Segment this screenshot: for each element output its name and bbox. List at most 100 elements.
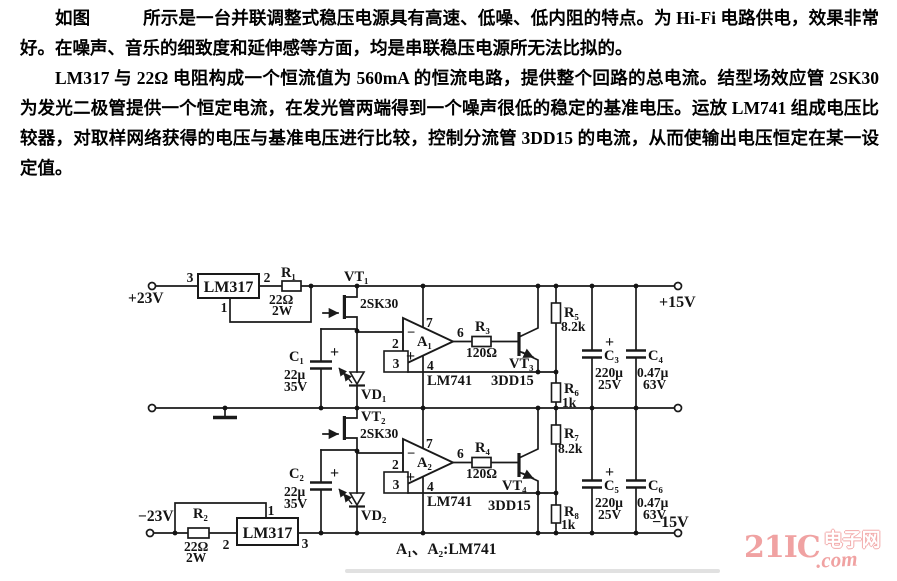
resistor-r1 <box>281 280 302 292</box>
label-r6: R₆ <box>564 381 579 397</box>
watermark-right: 电子网 .com <box>815 530 881 573</box>
label-r1-value: 22Ω <box>269 292 294 307</box>
description-paragraph: LM317 与 22Ω 电阻构成一个恒流值为 560mA 的恒流电路，提供整个回… <box>20 68 879 178</box>
label-c1-voltage: 35V <box>284 379 308 394</box>
label-a2: A₂ <box>417 455 432 471</box>
labels: +23V +15V −23V −15V 3 2 1 R₁ 22Ω 2W VT₁ … <box>128 265 696 565</box>
label-r3: R₃ <box>475 319 490 335</box>
capacitor-c4 <box>626 349 646 359</box>
label-vt4: VT₄ <box>502 478 527 494</box>
a2-pin3: 3 <box>393 477 400 492</box>
lm317-bottom-pin1: 1 <box>268 503 275 518</box>
led-vd1 <box>338 367 366 387</box>
a1-pin2: 2 <box>392 336 399 351</box>
lm317-top-pin2: 2 <box>264 270 271 285</box>
lm317-top-pin3: 3 <box>187 270 194 285</box>
terminal-in-neg <box>145 528 155 538</box>
opamp-a1 <box>383 316 456 373</box>
label-c2-value: 22μ <box>284 484 306 499</box>
circuit-caption: A₁、A₂:LM741 <box>396 541 497 558</box>
opamp-a1-pin3-box <box>383 350 409 373</box>
label-vin-pos: +23V <box>128 290 164 307</box>
label-c1: C₁ <box>289 349 304 365</box>
capacitor-c1 <box>310 360 332 370</box>
label-r2-power: 2W <box>186 550 207 565</box>
a1-pin3: 3 <box>393 356 400 371</box>
regulator-lm317-bottom: LM317 <box>236 517 299 546</box>
regulator-bottom-label: LM317 <box>243 525 293 542</box>
label-c6: C₆ <box>648 478 663 494</box>
a2-noninverting-mark: + <box>406 469 415 486</box>
label-c3-voltage: 25V <box>598 377 622 392</box>
capacitor-c6 <box>626 479 646 489</box>
label-r1-power: 2W <box>272 303 293 318</box>
resistor-r7 <box>550 424 562 445</box>
label-c2-voltage: 35V <box>284 496 308 511</box>
a2-inverting-mark: − <box>407 446 415 462</box>
label-vd1: VD₁ <box>361 387 386 403</box>
label-r7-value: 8.2k <box>558 441 583 456</box>
c3-polarity: + <box>605 334 614 351</box>
junction-dots <box>172 283 639 536</box>
terminals <box>145 281 683 538</box>
wire-bottom-adj-loop <box>174 502 267 534</box>
capacitor-c3 <box>582 349 602 359</box>
a1-noninverting-mark: + <box>406 348 415 365</box>
label-r6-value: 1k <box>562 395 577 410</box>
label-vt1: VT₁ <box>344 269 369 285</box>
label-c4-value: 0.47μ <box>637 365 669 380</box>
terminal-zero-right <box>673 403 683 413</box>
regulator-lm317-top: LM317 <box>197 273 260 299</box>
label-r5: R₅ <box>564 305 579 321</box>
label-c5-value: 220μ <box>595 495 623 510</box>
label-vd2: VD₂ <box>361 508 386 524</box>
c5-polarity: + <box>605 464 614 481</box>
label-vin-neg: −23V <box>138 508 174 525</box>
label-a2-type: LM741 <box>427 494 472 510</box>
label-vout-neg: −15V <box>652 514 689 531</box>
label-r8: R₈ <box>564 504 579 520</box>
label-c4: C₄ <box>648 348 663 364</box>
label-c2: C₂ <box>289 466 304 482</box>
label-vt2: VT₂ <box>361 409 386 425</box>
c2-polarity: + <box>330 465 339 482</box>
resistor-r5 <box>550 302 562 324</box>
a1-pin4: 4 <box>427 358 434 373</box>
a1-pin7: 7 <box>426 315 433 330</box>
terminal-out-pos <box>673 281 683 291</box>
label-a1: A₁ <box>417 334 432 350</box>
a2-pin6: 6 <box>457 446 464 461</box>
label-r2: R₂ <box>193 506 208 522</box>
components: LM317 <box>187 273 646 546</box>
opamp-a2-pin3-box <box>383 471 409 494</box>
label-r7: R₇ <box>564 426 579 442</box>
watermark-logo: 21IC <box>744 530 821 565</box>
label-c4-voltage: 63V <box>643 377 667 392</box>
resistor-r8 <box>550 504 562 524</box>
label-r4-value: 120Ω <box>466 466 497 481</box>
label-a1-type: LM741 <box>427 373 472 389</box>
regulator-top-label: LM317 <box>204 279 254 296</box>
article-text: 如图 所示是一台并联调整式稳压电源具有高速、低噪、低内阻的特点。为 Hi-Fi … <box>20 3 879 183</box>
capacitor-c2 <box>310 481 332 491</box>
led-vd2 <box>338 488 366 508</box>
resistor-r6 <box>550 382 562 403</box>
label-c3: C₃ <box>604 348 619 364</box>
a2-pin7: 7 <box>426 436 433 451</box>
label-vt3: VT₃ <box>509 356 534 372</box>
terminal-out-neg <box>673 528 683 538</box>
watermark-chinese: 电子网 <box>823 530 881 551</box>
label-r8-value: 1k <box>561 517 576 532</box>
c1-polarity: + <box>330 344 339 361</box>
label-r1: R₁ <box>281 265 296 281</box>
label-c6-voltage: 63V <box>643 507 667 522</box>
lm317-top-pin1: 1 <box>221 300 228 315</box>
resistor-r3 <box>471 335 492 348</box>
label-r4: R₄ <box>475 440 490 456</box>
a2-pin4: 4 <box>427 479 434 494</box>
label-r3-value: 120Ω <box>466 345 497 360</box>
wire-top-adj-loop <box>229 285 312 323</box>
label-vt2-type: 2SK30 <box>360 426 399 441</box>
watermark-domain: .com <box>815 546 858 573</box>
